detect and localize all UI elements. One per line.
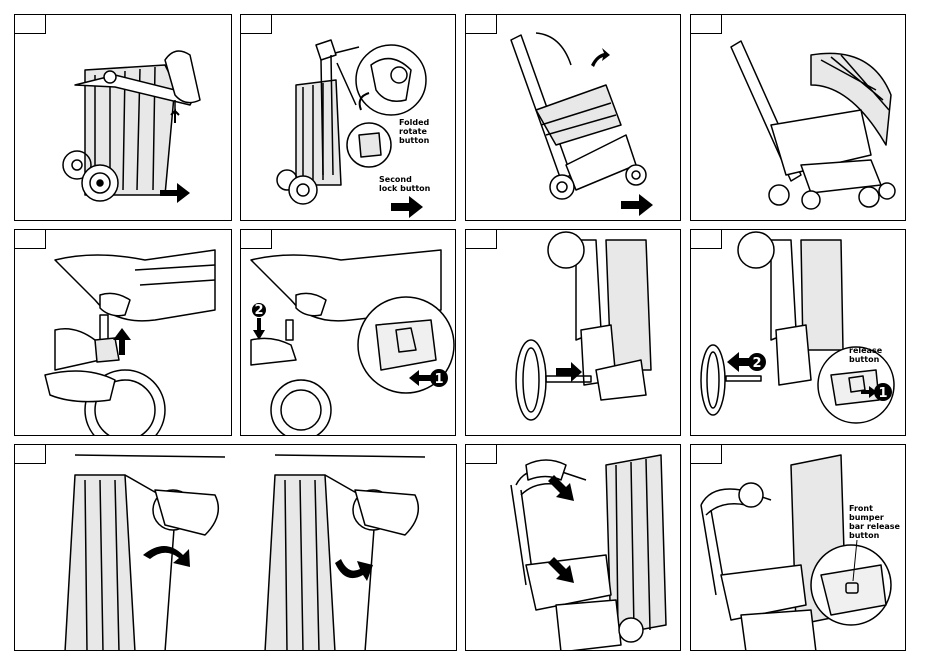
rear-wheel-release-illustration: 2 1	[691, 230, 906, 436]
folded-stroller-illustration	[15, 15, 232, 221]
arrow-down-icon	[253, 318, 265, 340]
rear-wheel-attach-illustration	[466, 230, 681, 436]
step-panel-1	[14, 14, 232, 221]
step-panel-4	[690, 14, 906, 221]
step-panel-3	[465, 14, 681, 221]
arrow-right-icon	[621, 194, 653, 216]
marker-2: 2	[254, 303, 263, 318]
marker-2: 2	[752, 356, 761, 371]
step-panel-11: Front bumper bar release button	[690, 444, 906, 651]
arrow-right-icon	[391, 196, 423, 218]
rotate-icon	[335, 559, 373, 581]
unfolding-stroller-illustration	[466, 15, 681, 221]
rotate-icon	[591, 48, 610, 67]
arrow-right-icon	[556, 362, 582, 382]
folded-rotate-button-label: Folded rotate button	[399, 118, 429, 145]
step-panel-5	[14, 229, 232, 436]
unfolded-stroller-illustration	[691, 15, 906, 221]
marker-1: 1	[878, 386, 887, 401]
rotate-icon	[143, 546, 190, 567]
bumper-bar-insert-illustration	[466, 445, 681, 651]
step-panel-8: 2 1 release button	[690, 229, 906, 436]
front-wheel-rotate-illustration	[15, 445, 457, 651]
step-panel-9	[14, 444, 457, 651]
step-panel-6: 2 1	[240, 229, 456, 436]
bumper-bar-release-illustration	[691, 445, 906, 651]
step-panel-7	[465, 229, 681, 436]
release-button-label: release button	[849, 346, 882, 364]
marker-1: 1	[434, 372, 443, 387]
step-panel-10	[465, 444, 681, 651]
wheel-insert-illustration	[15, 230, 232, 436]
second-lock-button-label: Second lock button	[379, 175, 430, 193]
front-bumper-bar-release-button-label: Front bumper bar release button	[849, 504, 905, 540]
wheel-release-illustration: 2 1	[241, 230, 456, 436]
arrow-left-icon	[727, 352, 751, 372]
step-panel-2: Folded rotate button Second lock button	[240, 14, 456, 221]
